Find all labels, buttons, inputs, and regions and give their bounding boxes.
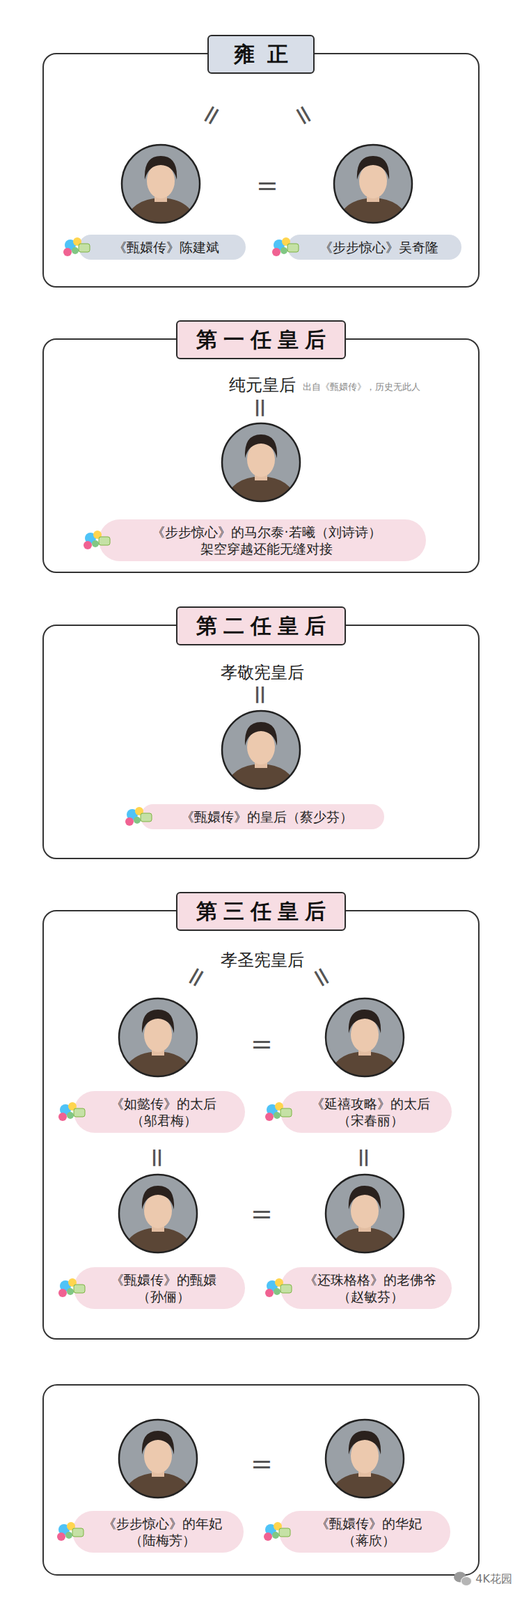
panel-tab: 第二任皇后 [176,606,346,646]
logo-dot [66,1287,74,1295]
panel-note: 出自《甄嬛传》，历史无此人 [302,380,421,394]
logo-dot [57,1531,66,1541]
logo-dot [263,1531,273,1541]
logo-dot [66,1111,74,1119]
logo-dot [63,247,72,257]
panel-tab: 雍正 [207,34,315,74]
logo-badge [140,812,152,822]
actor-caption: 《还珠格格》的老佛爷 （赵敏芬） [298,1270,442,1305]
actor-caption: 《延禧攻略》的太后 （宋春丽） [298,1094,442,1129]
logo-dot [83,540,92,550]
logo-icon [262,1519,294,1544]
portrait-photo [120,143,202,226]
actor-caption: 《步步惊心》吴奇隆 [319,238,439,256]
watermark: 4K花园 [475,1572,513,1585]
name-tag: 《甄嬛传》的甄嬛 （孙俪） [73,1266,245,1309]
equals-sign: = [250,1199,273,1227]
logo-icon [263,1099,295,1124]
equals-sign: = [351,1146,378,1169]
logo-badge [279,1527,291,1537]
equals-sign: = [247,396,275,419]
logo-badge [287,243,299,252]
logo-badge [98,536,110,545]
logo-dot [65,1531,73,1539]
name-tag: 《甄嬛传》的华妃 （蒋欣） [279,1510,451,1553]
equals-sign: = [256,171,279,199]
logo-dot [91,540,99,548]
group-panel: 第三任皇后孝圣宪皇后《如懿传》的太后 （邬君梅）《延禧攻略》的太后 （宋春丽）《… [42,909,480,1340]
actor-caption: 《步步惊心》的马尔泰·若曦（刘诗诗） 架空穿越还能无缝对接 [141,523,393,557]
equals-sign: = [250,1449,273,1477]
group-panel: 第一任皇后纯元皇后出自《甄嬛传》，历史无此人《步步惊心》的马尔泰·若曦（刘诗诗）… [42,338,480,573]
panel-tab: 第一任皇后 [176,320,346,360]
logo-dot [265,1112,274,1121]
equals-sign: = [305,960,340,994]
panel-tab: 第三任皇后 [176,891,346,931]
logo-icon [263,1275,295,1300]
portrait-photo [220,709,302,792]
panel-outline [43,1384,479,1575]
logo-badge [280,1284,292,1293]
logo-badge [73,1284,85,1293]
name-tag: 《步步惊心》吴奇隆 [287,234,462,260]
logo-dot [133,816,141,824]
logo-dot [58,1288,67,1297]
actor-caption: 《如懿传》的太后 （邬君梅） [91,1094,236,1129]
logo-icon [57,1275,88,1300]
logo-badge [78,243,90,252]
logo-icon [123,804,155,829]
equals-sign: = [250,1030,273,1057]
logo-badge [280,1108,292,1117]
logo-dot [265,1288,274,1297]
logo-dot [280,247,288,255]
logo-icon [270,235,302,259]
name-tag: 《延禧攻略》的太后 （宋春丽） [280,1090,452,1133]
logo-dot [58,1112,67,1121]
actor-caption: 《步步惊心》的年妃 （陆梅芳） [90,1514,234,1548]
portrait-photo [324,1417,406,1500]
logo-icon [55,1519,87,1544]
logo-dot [273,1287,281,1295]
portrait-photo [324,996,406,1079]
panel-heading: 孝敬宪皇后 [220,661,305,683]
logo-dot [272,247,281,257]
name-tag: 《还珠格格》的老佛爷 （赵敏芬） [280,1266,452,1309]
group-panel: 雍正《甄嬛传》陈建斌《步步惊心》吴奇隆 [42,52,480,288]
wechat-icon [453,1571,472,1586]
logo-dot [125,817,134,826]
logo-badge [73,1108,85,1117]
name-tag: 《步步惊心》的马尔泰·若曦（刘诗诗） 架空穿越还能无缝对接 [98,519,426,561]
panel-heading: 孝圣宪皇后 [220,949,305,971]
actor-caption: 《甄嬛传》陈建斌 [113,238,220,256]
panel-heading: 纯元皇后 [228,374,296,396]
portrait-photo [117,1172,199,1255]
logo-dot [71,247,79,255]
portrait-photo [332,143,414,226]
actor-caption: 《甄嬛传》的华妃 （蒋欣） [297,1514,441,1548]
equals-sign: = [287,98,322,132]
portrait-photo [117,996,199,1079]
logo-icon [57,1099,88,1124]
logo-dot [273,1111,281,1119]
portrait-photo [117,1417,199,1500]
name-tag: 《甄嬛传》的皇后（蔡少芬） [140,803,385,829]
logo-badge [72,1527,84,1537]
group-panel: 第二任皇后孝敬宪皇后《甄嬛传》的皇后（蔡少芬） [42,624,480,859]
logo-dot [272,1531,280,1539]
name-tag: 《步步惊心》的年妃 （陆梅芳） [72,1510,244,1553]
actor-caption: 《甄嬛传》的甄嬛 （孙俪） [91,1270,236,1305]
equals-sign: = [247,683,275,706]
equals-sign: = [178,960,213,994]
equals-sign: = [194,98,229,132]
equals-sign: = [144,1146,172,1169]
portrait-photo [324,1172,406,1255]
logo-icon [61,235,93,259]
name-tag: 《甄嬛传》陈建斌 [78,234,246,260]
name-tag: 《如懿传》的太后 （邬君梅） [73,1090,245,1133]
actor-caption: 《甄嬛传》的皇后（蔡少芬） [180,808,353,825]
portrait-photo [220,421,302,504]
logo-icon [82,528,113,552]
